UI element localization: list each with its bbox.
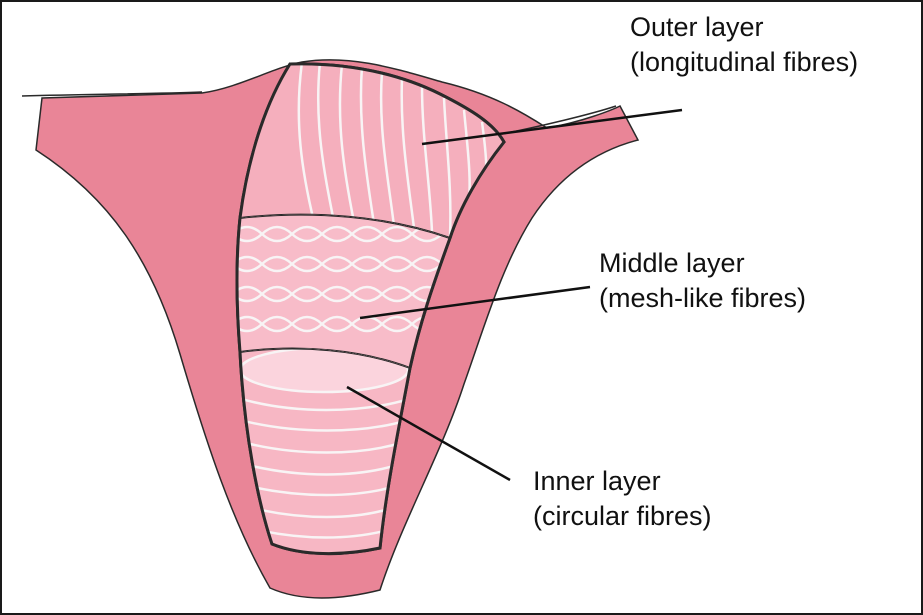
- inner-layer-label: Inner layer (circular fibres): [533, 464, 712, 534]
- middle-layer-detail: (mesh-like fibres): [599, 281, 806, 316]
- middle-layer-label: Middle layer (mesh-like fibres): [599, 246, 806, 316]
- outer-layer-label: Outer layer (longitudinal fibres): [630, 10, 858, 80]
- middle-layer-title: Middle layer: [599, 246, 806, 281]
- inner-layer-detail: (circular fibres): [533, 499, 712, 534]
- outer-layer-title: Outer layer: [630, 10, 858, 45]
- inner-layer-title: Inner layer: [533, 464, 712, 499]
- outer-layer-detail: (longitudinal fibres): [630, 45, 858, 80]
